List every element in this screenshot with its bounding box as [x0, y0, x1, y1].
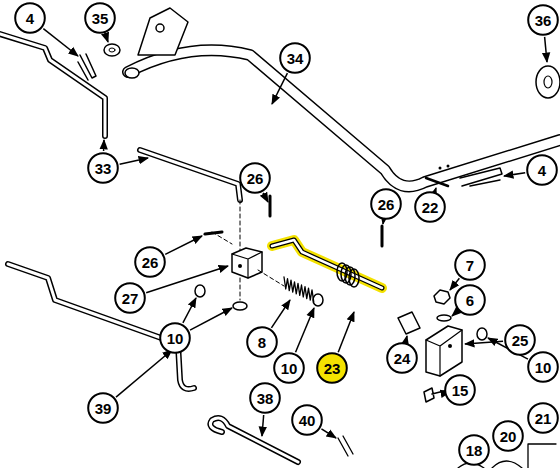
callout-number: 26: [134, 246, 166, 278]
callout-text: 6: [466, 293, 474, 308]
callout-text: 26: [378, 197, 395, 212]
leader-line: [190, 308, 232, 330]
callout-number: 25: [504, 324, 536, 356]
callout-text: 27: [122, 291, 139, 306]
leader-line: [105, 34, 108, 42]
leader-line: [545, 37, 547, 62]
leader-line: [165, 236, 202, 254]
leader-line: [434, 188, 436, 191]
callout-text: 18: [466, 443, 483, 458]
callout-number: 10: [273, 352, 305, 384]
callout-text: 34: [287, 51, 304, 66]
leader-line: [382, 221, 384, 224]
callout-number: 24: [386, 342, 418, 374]
leader-line: [116, 350, 172, 397]
callout-text: 33: [95, 161, 112, 176]
callout-number: 23: [316, 352, 348, 384]
callout-text: 24: [394, 351, 411, 366]
callout-text: 8: [258, 335, 266, 350]
callout-text: 10: [281, 361, 298, 376]
leader-line: [103, 140, 105, 151]
callout-text: 25: [512, 333, 529, 348]
callout-number: 40: [291, 404, 323, 436]
callout-number: 36: [527, 4, 559, 36]
leader-line: [271, 300, 290, 328]
callout-text: 39: [95, 401, 112, 416]
leader-line: [272, 73, 287, 104]
leader-line: [406, 336, 407, 341]
leader-line: [504, 173, 525, 176]
callout-text: 7: [466, 258, 474, 273]
callout-number: 4: [526, 154, 558, 186]
callout-text: 26: [247, 171, 264, 186]
callout-text: 4: [26, 11, 34, 26]
leader-line: [450, 278, 459, 290]
leader-line: [338, 312, 354, 352]
callout-number: 38: [249, 382, 281, 414]
callout-number: 21: [527, 402, 559, 434]
callout-number: 4: [14, 2, 46, 34]
callout-number: 10: [527, 351, 559, 383]
callout-number: 8: [246, 326, 278, 358]
callout-number: 20: [492, 420, 524, 452]
callout-number: 7: [454, 249, 486, 281]
callout-text: 10: [167, 331, 184, 346]
callout-text: 35: [92, 11, 109, 26]
callout-text: 21: [535, 411, 552, 426]
callout-text: 15: [452, 383, 469, 398]
callout-number: 22: [414, 191, 446, 223]
leader-line: [321, 429, 336, 438]
leader-line: [120, 158, 148, 164]
callout-number: 26: [370, 188, 402, 220]
callout-text: 26: [142, 255, 159, 270]
leader-line: [296, 308, 314, 352]
leader-line: [43, 29, 78, 56]
callout-number: 27: [114, 282, 146, 314]
callout-number: 15: [444, 374, 476, 406]
callout-text: 36: [535, 13, 552, 28]
callout-number: 6: [454, 284, 486, 316]
leader-line: [263, 193, 268, 202]
callout-number: 26: [239, 162, 271, 194]
leader-line: [452, 311, 457, 316]
callout-text: 40: [299, 413, 316, 428]
leader-line: [183, 298, 196, 323]
leader-line: [262, 415, 264, 436]
callout-number: 33: [87, 152, 119, 184]
callout-number: 39: [87, 392, 119, 424]
callout-text: 4: [538, 163, 546, 178]
callout-text: 20: [500, 429, 517, 444]
callout-number: 18: [458, 434, 490, 466]
callout-number: 10: [159, 322, 191, 354]
callout-text: 10: [535, 360, 552, 375]
callout-number: 35: [84, 2, 116, 34]
callout-number: 34: [279, 42, 311, 74]
callout-text: 38: [257, 391, 274, 406]
callout-text: 22: [422, 200, 439, 215]
callout-text: 23: [324, 361, 341, 376]
